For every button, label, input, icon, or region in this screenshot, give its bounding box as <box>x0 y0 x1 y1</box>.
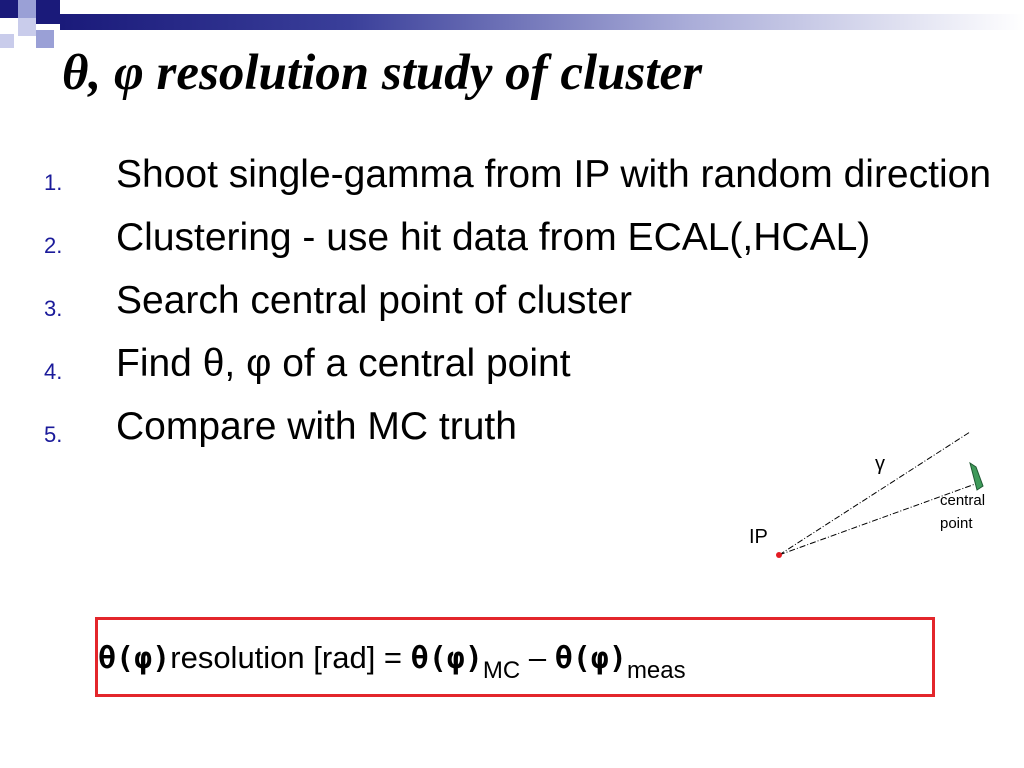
decor-square <box>36 30 54 48</box>
list-item: 2. Clustering - use hit data from ECAL(,… <box>44 215 1014 261</box>
central-point-label-line1: central <box>940 492 985 509</box>
formula-lhs-symbol: θ(φ) <box>98 641 171 676</box>
gamma-label: γ <box>875 453 885 475</box>
gamma-trajectory-line <box>778 431 971 556</box>
list-text: Compare with MC truth <box>116 405 517 448</box>
list-number: 3. <box>44 296 63 321</box>
formula-subscript-mc: MC <box>482 657 521 684</box>
list-number: 1. <box>44 170 63 195</box>
header-gradient-bar <box>60 14 1024 30</box>
formula-minus: – <box>520 640 555 675</box>
decor-square <box>18 0 36 18</box>
list-number: 2. <box>44 233 63 258</box>
decor-square <box>18 18 36 36</box>
ip-label: IP <box>749 526 768 548</box>
formula-subscript-meas: meas <box>626 657 686 684</box>
gamma-cluster-diagram: γ IP central point <box>749 431 985 558</box>
resolution-formula: θ(φ)resolution [rad] = θ(φ)MC – θ(φ)meas <box>98 640 686 684</box>
cluster-icon <box>969 461 984 491</box>
list-text: Search central point of cluster <box>116 279 632 322</box>
decor-square <box>0 0 18 18</box>
ip-dot <box>776 552 782 558</box>
list-item: 5. Compare with MC truth <box>44 404 1014 450</box>
central-point-label-line2: point <box>940 515 973 532</box>
list-number: 5. <box>44 422 63 447</box>
list-text: Shoot single-gamma from IP with random d… <box>116 153 992 196</box>
slide-title: θ, φ resolution study of cluster <box>62 45 703 101</box>
formula-lhs-text: resolution [rad] = <box>170 640 411 675</box>
formula-term-meas: θ(φ) <box>554 641 627 676</box>
list-text: Clustering - use hit data from ECAL(,HCA… <box>116 216 871 259</box>
decor-square <box>36 0 60 24</box>
list-item: 1. Shoot single-gamma from IP with rando… <box>44 152 1014 198</box>
list-number: 4. <box>44 359 63 384</box>
decor-square <box>0 34 14 48</box>
formula-term-mc: θ(φ) <box>410 641 483 676</box>
list-item: 3. Search central point of cluster <box>44 278 1014 324</box>
cluster-direction-line <box>778 482 979 556</box>
formula-box: θ(φ)resolution [rad] = θ(φ)MC – θ(φ)meas <box>95 617 935 697</box>
list-item: 4. Find θ, φ of a central point <box>44 341 1014 387</box>
steps-list: 1. Shoot single-gamma from IP with rando… <box>44 152 1014 467</box>
list-text: Find θ, φ of a central point <box>116 342 571 385</box>
